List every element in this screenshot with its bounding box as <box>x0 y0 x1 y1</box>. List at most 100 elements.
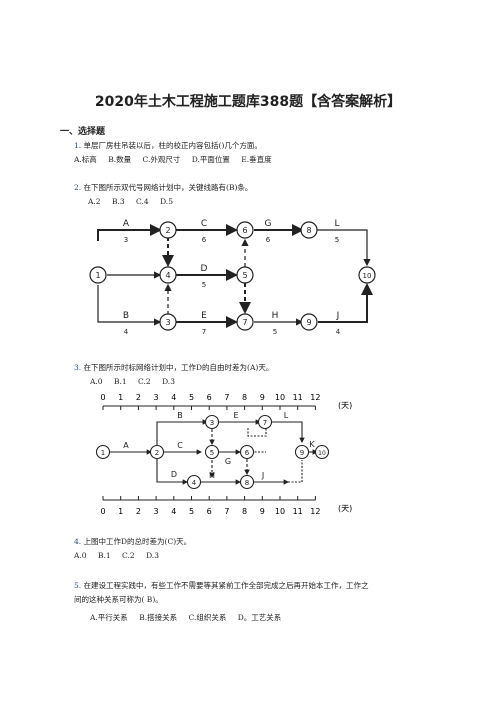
activity-name: A <box>123 441 129 450</box>
option: D.平面位置 <box>191 155 230 164</box>
node-5 <box>204 444 220 460</box>
node-1 <box>95 444 111 460</box>
node-5 <box>236 266 254 284</box>
node-2 <box>159 221 177 239</box>
section-heading: 一、选择题 <box>60 127 106 137</box>
node-3 <box>204 414 220 430</box>
node-9 <box>300 313 318 331</box>
node-label: 4 <box>192 479 197 487</box>
top-tick-label: 3 <box>154 393 159 402</box>
top-tick-label: 5 <box>189 393 194 402</box>
node-4 <box>159 266 177 284</box>
option: E.垂直度 <box>241 155 272 164</box>
node-label: 9 <box>300 449 304 457</box>
question-2-options: A.2 B.3 C.4 D.5 <box>88 197 182 206</box>
node-label: 2 <box>155 449 159 457</box>
activity-duration: 5 <box>273 328 277 336</box>
activity-name: H <box>272 311 279 321</box>
option: C.组织关系 <box>188 613 227 622</box>
question-2: 2. 在下图所示双代号网络计划中，关键线路有(B)条。 <box>74 182 252 193</box>
activity-duration: 4 <box>336 328 341 336</box>
activity-name: D <box>201 264 208 274</box>
top-tick-label: 10 <box>275 393 285 402</box>
question-text: 在下图所示时标网络计划中，工作D的自由时差为(A)天。 <box>83 363 274 372</box>
option: B.1 <box>97 551 111 560</box>
bottom-tick-label: 6 <box>207 507 212 516</box>
node-10 <box>314 444 330 460</box>
activity-name: B <box>177 411 183 420</box>
top-tick-label: 8 <box>242 393 247 402</box>
top-tick-label: 9 <box>260 393 265 402</box>
bottom-tick-label: 4 <box>171 507 176 516</box>
activity-name: J <box>261 471 264 480</box>
activity-name: E <box>233 411 238 420</box>
bottom-tick-label: 0 <box>100 507 105 516</box>
activity-duration: 6 <box>266 236 271 244</box>
option: C.2 <box>138 377 151 386</box>
activity-name: E <box>201 311 207 321</box>
question-text: 在建设工程实践中，有些工作不需要等其紧前工作全部完成之后再开始本工作，工作之 <box>83 581 369 590</box>
node-label: 5 <box>210 449 214 457</box>
question-1-options: A.标高 B.数量 C.外观尺寸 D.平面位置 E.垂直度 <box>74 154 281 165</box>
arrow-D <box>156 458 189 485</box>
option: B.1 <box>113 377 127 386</box>
activity-name: G <box>265 219 272 229</box>
option: A.2 <box>88 197 101 206</box>
option: D.3 <box>146 551 159 560</box>
scale-unit: (天) <box>338 504 352 513</box>
activity-name: H <box>209 471 215 480</box>
option: D.5 <box>160 197 173 206</box>
option: D。工艺关系 <box>237 613 282 622</box>
top-tick-label: 11 <box>293 393 303 402</box>
top-tick-label: 0 <box>100 393 105 402</box>
question-number: 1. <box>74 141 82 150</box>
node-label: 5 <box>242 271 247 280</box>
node-7 <box>257 414 273 430</box>
option: A.平行关系 <box>90 613 128 622</box>
node-4 <box>186 474 202 490</box>
top-tick-label: 1 <box>118 393 123 402</box>
wavy-link <box>247 428 267 437</box>
option: A.0 <box>74 551 87 560</box>
node-1 <box>89 266 107 284</box>
activity-name: J <box>336 311 340 321</box>
option: A.0 <box>90 377 103 386</box>
page-title: 2020年土木工程施工题库388题【含答案解析】 <box>94 94 402 110</box>
option: B.数量 <box>108 155 132 164</box>
bottom-tick-label: 5 <box>189 507 194 516</box>
top-tick-label: 4 <box>171 393 176 402</box>
question-number: 4. <box>74 537 82 546</box>
question-5: 5. 在建设工程实践中，有些工作不需要等其紧前工作全部完成之后再开始本工作，工作… <box>74 580 369 591</box>
activity-duration: 7 <box>202 328 206 336</box>
arrow-J <box>318 283 373 323</box>
bottom-tick-label: 11 <box>293 507 303 516</box>
bottom-tick-label: 12 <box>310 507 320 516</box>
activity-name: A <box>123 219 130 229</box>
activity-duration: 5 <box>202 281 206 289</box>
node-label: 7 <box>263 419 267 427</box>
node-label: 6 <box>245 449 250 457</box>
node-6 <box>239 444 255 460</box>
node-label: 10 <box>363 272 372 280</box>
bottom-tick-label: 8 <box>242 507 247 516</box>
question-number: 2. <box>74 183 82 192</box>
activity-name: D <box>171 470 177 479</box>
node-label: 2 <box>165 226 170 235</box>
node-label: 6 <box>242 226 247 235</box>
node-3 <box>159 313 177 331</box>
question-4: 4. 上图中工作D的总时差为(C)天。 <box>74 536 191 547</box>
question-number: 5. <box>74 581 82 590</box>
arrow-B <box>97 285 162 326</box>
option: A.标高 <box>74 155 97 164</box>
bottom-tick-label: 2 <box>136 507 141 516</box>
node-label: 1 <box>101 449 105 457</box>
activity-name: G <box>225 457 231 466</box>
activity-duration: 4 <box>124 328 129 336</box>
question-1: 1. 单层厂房柱吊装以后，柱的校正内容包括()几个方面。 <box>74 140 262 151</box>
node-label: 8 <box>245 479 249 487</box>
activity-name: C <box>177 441 183 450</box>
node-label: 4 <box>165 271 170 280</box>
node-7 <box>236 313 254 331</box>
option: C.外观尺寸 <box>142 155 181 164</box>
